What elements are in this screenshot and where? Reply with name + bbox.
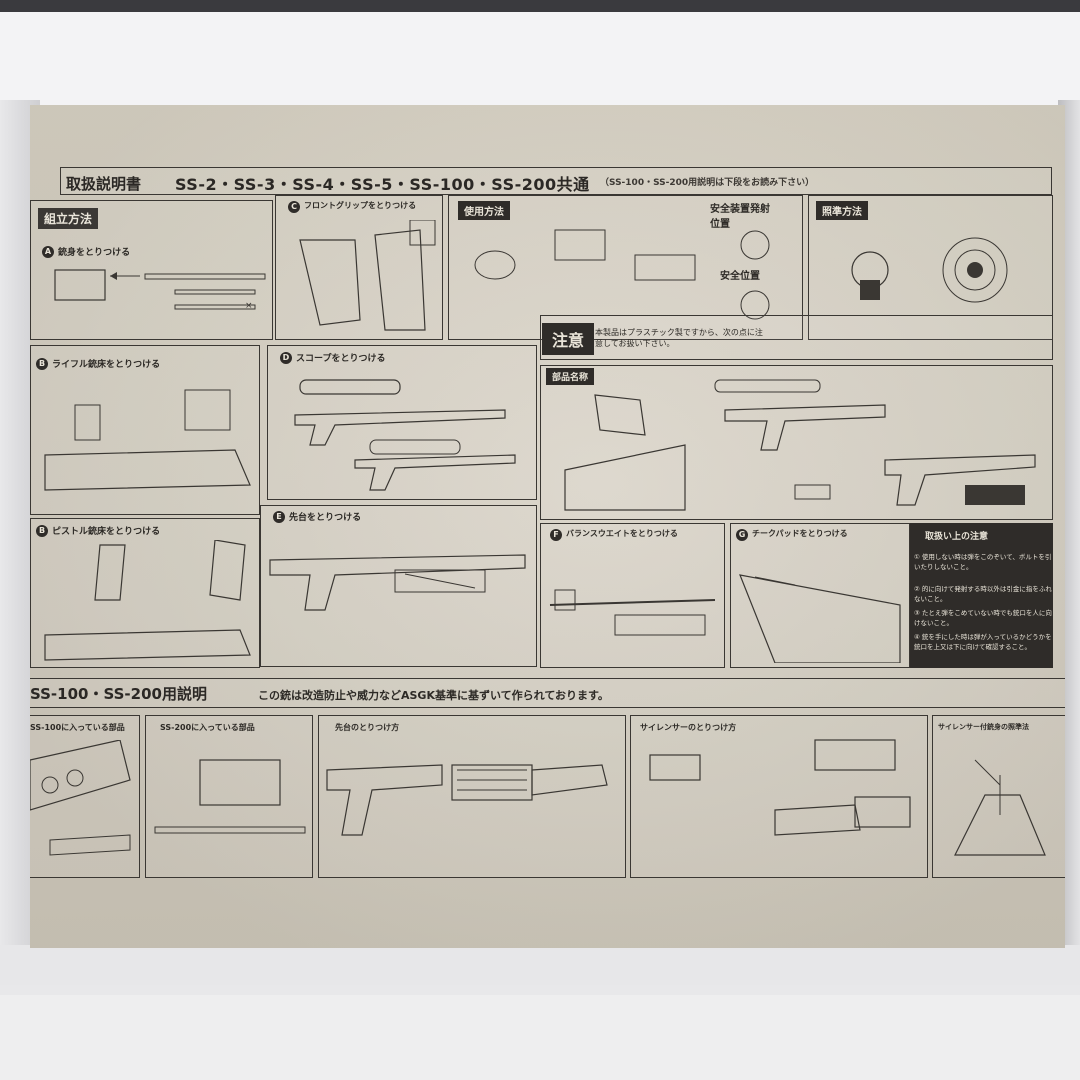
step-d-drawing [294, 379, 516, 491]
safety-fire-label: 安全装置発射位置 [710, 204, 770, 230]
step-b2-marker: B [36, 525, 48, 537]
ss100-header [30, 678, 1065, 708]
step-a-marker: A [42, 246, 54, 258]
handling-box [910, 523, 1053, 668]
step-g-drawing [739, 574, 901, 663]
usage-heading: 使用方法 [458, 201, 510, 220]
svg-text:×: × [245, 301, 253, 311]
step-g-marker: G [736, 529, 748, 541]
handling-note-2: ② 的に向けて発射する時以外は引金に指をふれないこと。 [914, 585, 1052, 603]
step-d-title: スコープをとりつける [296, 354, 386, 364]
aiming-heading: 照準方法 [816, 201, 868, 220]
model-list: SS-2・SS-3・SS-4・SS-5・SS-100・SS-200共通 [175, 175, 590, 194]
step-b1-drawing [44, 389, 251, 491]
step-c-drawing [299, 220, 436, 331]
step-c-marker: C [288, 201, 300, 213]
instruction-sheet: 取扱説明書 SS-2・SS-3・SS-4・SS-5・SS-100・SS-200共… [30, 105, 1065, 948]
ss200-parts-panel [145, 715, 313, 878]
step-a-title: 銃身をとりつける [58, 248, 131, 258]
step-c-panel [275, 195, 443, 340]
step-e-panel [260, 505, 537, 667]
silencer-attach-drawing [649, 739, 911, 836]
table-surface [0, 995, 1080, 1080]
usage-drawing [474, 229, 770, 320]
step-b2-drawing [44, 540, 251, 661]
silencer-aim-title: サイレンサー付銃身の照準法 [938, 723, 1029, 731]
step-c-title: フロントグリップをとりつける [304, 201, 417, 210]
caution-panel [540, 315, 1053, 360]
step-e-drawing [269, 554, 526, 611]
step-e-marker: E [273, 511, 285, 523]
foregrip-attach-title: 先台のとりつけ方 [335, 723, 400, 732]
step-g-panel [730, 523, 910, 668]
step-d-marker: D [280, 352, 292, 364]
step-b2-title: ピストル銃床をとりつける [52, 527, 161, 537]
ss200-parts-title: SS-200に入っている部品 [160, 723, 255, 732]
handling-note-3: ③ たとえ弾をこめていない時でも銃口を人に向けないこと。 [914, 609, 1052, 627]
handling-note-4: ④ 銃を手にした時は弾が入っているかどうかを銃口を上又は下に向けて確認すること。 [914, 633, 1052, 651]
foregrip-attach-drawing [326, 764, 608, 836]
box-inner-wall-bottom [0, 945, 1080, 985]
parts-heading: 部品名称 [546, 368, 595, 385]
box-inner-wall-top [0, 12, 1080, 107]
header-note: （SS-100・SS-200用説明は下段をお読み下さい） [600, 178, 815, 188]
ss100-parts-title: SS-100に入っている部品 [30, 723, 125, 732]
handling-note-1: ① 使用しない時は弾をこのぞいて、ボルトを引いたりしないこと。 [914, 553, 1052, 571]
manual-title: 取扱説明書 [66, 175, 142, 193]
ss100-note: この銃は改造防止や威力などASGK基準に基ずいて作られております。 [258, 689, 609, 702]
step-e-title: 先台をとりつける [289, 513, 362, 523]
step-f-title: バランスウエイトをとりつける [566, 529, 678, 538]
header-bar [60, 167, 1052, 195]
silencer-aim-drawing [954, 759, 1046, 856]
step-f-marker: F [550, 529, 562, 541]
caution-heading: 注意 [542, 323, 595, 355]
step-f-panel [540, 523, 725, 668]
handling-heading: 取扱い上の注意 [925, 532, 989, 542]
step-a-drawing: × [54, 269, 266, 311]
silencer-attach-title: サイレンサーのとりつけ方 [640, 723, 737, 732]
step-b1-marker: B [36, 358, 48, 370]
step-b1-title: ライフル銃床をとりつける [52, 360, 161, 370]
ss200-parts-drawing [154, 759, 306, 834]
safety-label: 安全位置 [720, 271, 760, 282]
caution-text: 本製品はプラスチック製ですから、次の点に注意してお扱い下さい。 [595, 328, 763, 348]
ss100-parts-drawing [30, 740, 131, 856]
parts-drawing [564, 379, 1036, 511]
aiming-drawing [851, 237, 1008, 303]
step-b2-panel [30, 518, 260, 668]
foregrip-attach-panel [318, 715, 626, 878]
ss100-title: SS-100・SS-200用説明 [30, 685, 207, 703]
assembly-heading: 組立方法 [38, 208, 99, 229]
step-f-drawing [549, 589, 716, 636]
step-g-title: チークパッドをとりつける [752, 529, 848, 538]
